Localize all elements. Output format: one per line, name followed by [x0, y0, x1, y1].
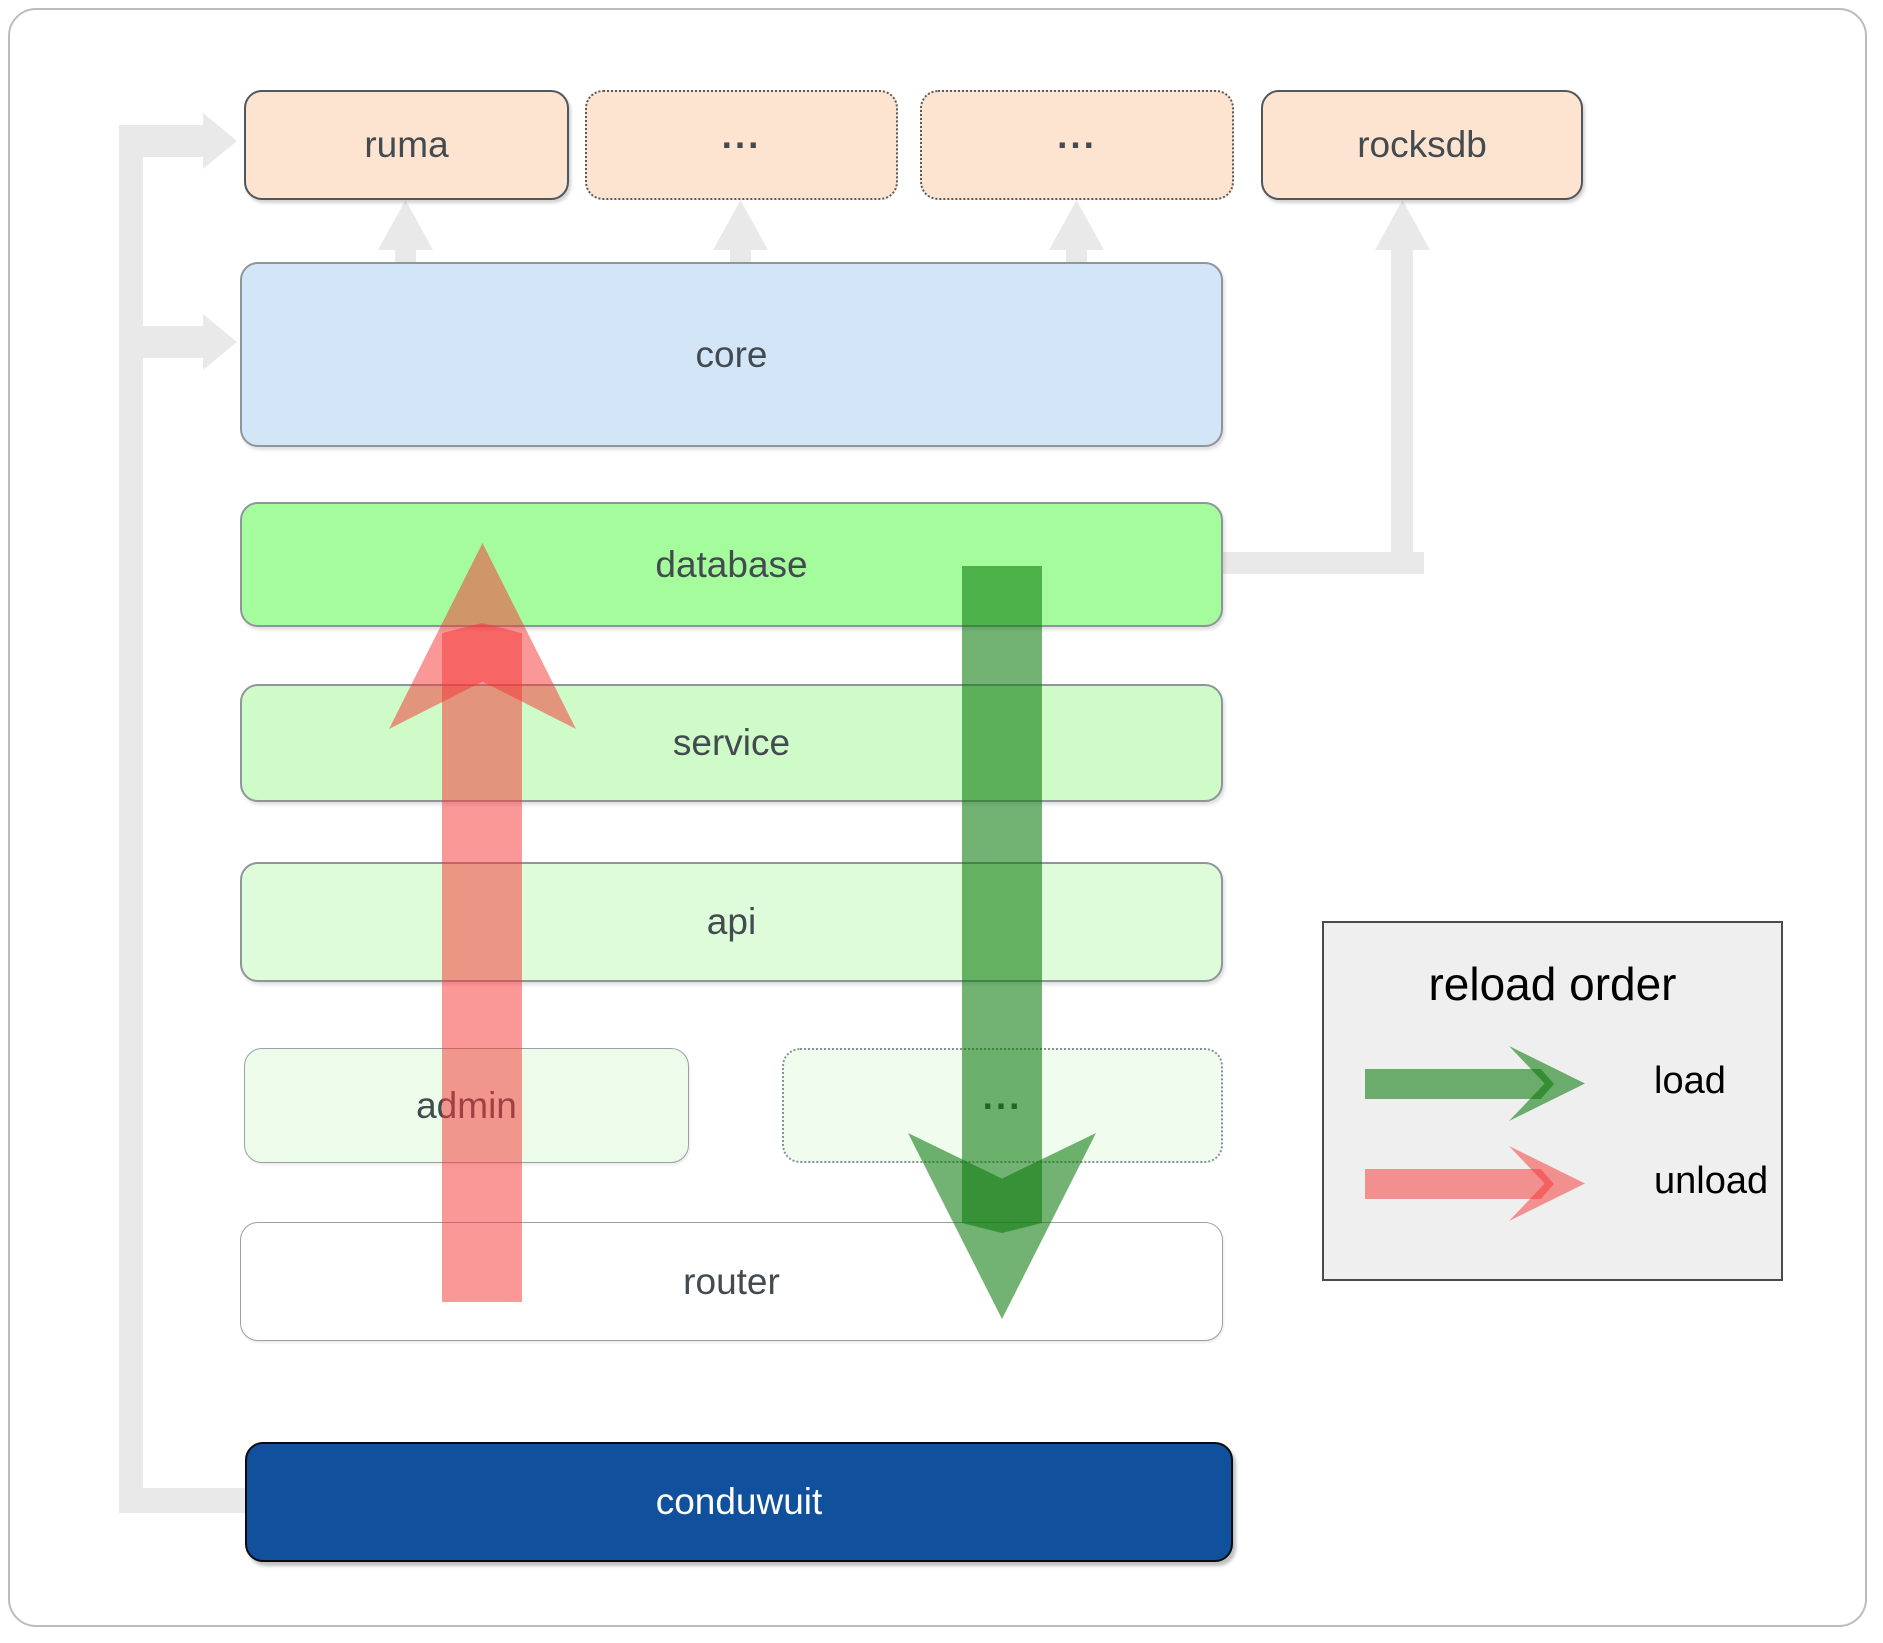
node-module-top-2-label: ...: [1057, 114, 1097, 156]
legend-unload-arrow-band: [1365, 1169, 1554, 1199]
load-arrow-band: [962, 566, 1042, 1233]
connector-core-to-ruma: [395, 248, 416, 264]
node-service-label: service: [672, 722, 791, 763]
connector-database-to-rocksdb-vertical: [1391, 248, 1413, 574]
connector-stub-to-core: [119, 326, 203, 358]
node-module-top-1-label: ...: [721, 114, 762, 156]
node-database-label: database: [655, 543, 808, 585]
node-rocksdb-label: rocksdb: [1357, 124, 1487, 165]
outer-frame: [8, 8, 1867, 1627]
node-router: router: [240, 1222, 1223, 1341]
legend-unload-label: unload: [1654, 1160, 1769, 1202]
node-api-label: api: [706, 901, 757, 942]
node-core-label: core: [695, 333, 768, 375]
node-module-top-1: ...: [585, 90, 898, 200]
legend: reload order load unload: [1322, 921, 1783, 1281]
node-database: database: [240, 502, 1223, 627]
node-module-top-2: ...: [920, 90, 1234, 200]
node-service: service: [240, 684, 1223, 802]
connector-stub-to-ruma: [119, 125, 203, 157]
connector-core-to-module2: [1066, 248, 1087, 264]
node-conduwuit-label: conduwuit: [655, 1481, 823, 1522]
connector-database-to-rocksdb-horizontal: [1223, 552, 1424, 574]
node-conduwuit: conduwuit: [245, 1442, 1233, 1562]
node-core: core: [240, 262, 1223, 447]
legend-load-label: load: [1654, 1060, 1726, 1102]
node-router-label: router: [683, 1260, 780, 1302]
legend-load-arrow-band: [1365, 1069, 1554, 1099]
node-ruma: ruma: [244, 90, 569, 200]
connector-stub-from-conduwuit: [119, 1488, 248, 1513]
node-ruma-label: ruma: [364, 124, 449, 165]
unload-arrow-band: [442, 623, 522, 1302]
node-api: api: [240, 862, 1223, 982]
legend-title: reload order: [1428, 958, 1677, 1010]
connector-core-to-module1: [730, 248, 751, 264]
node-rocksdb: rocksdb: [1261, 90, 1583, 200]
